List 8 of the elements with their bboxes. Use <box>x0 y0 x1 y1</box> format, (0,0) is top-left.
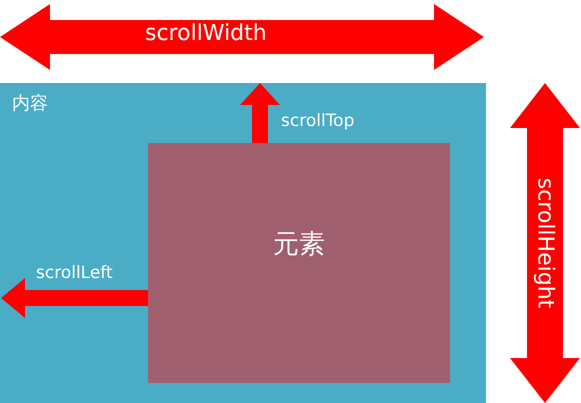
dimension-label: scrollHeight <box>532 178 558 308</box>
element-box <box>148 143 450 383</box>
dimension-label: scrollWidth <box>145 21 267 46</box>
dimension-label: scrollLeft <box>36 263 113 283</box>
box-title: 元素 <box>273 228 325 262</box>
content-area <box>0 83 486 403</box>
box-title: 内容 <box>12 92 48 115</box>
dimension-label: scrollTop <box>281 111 354 131</box>
